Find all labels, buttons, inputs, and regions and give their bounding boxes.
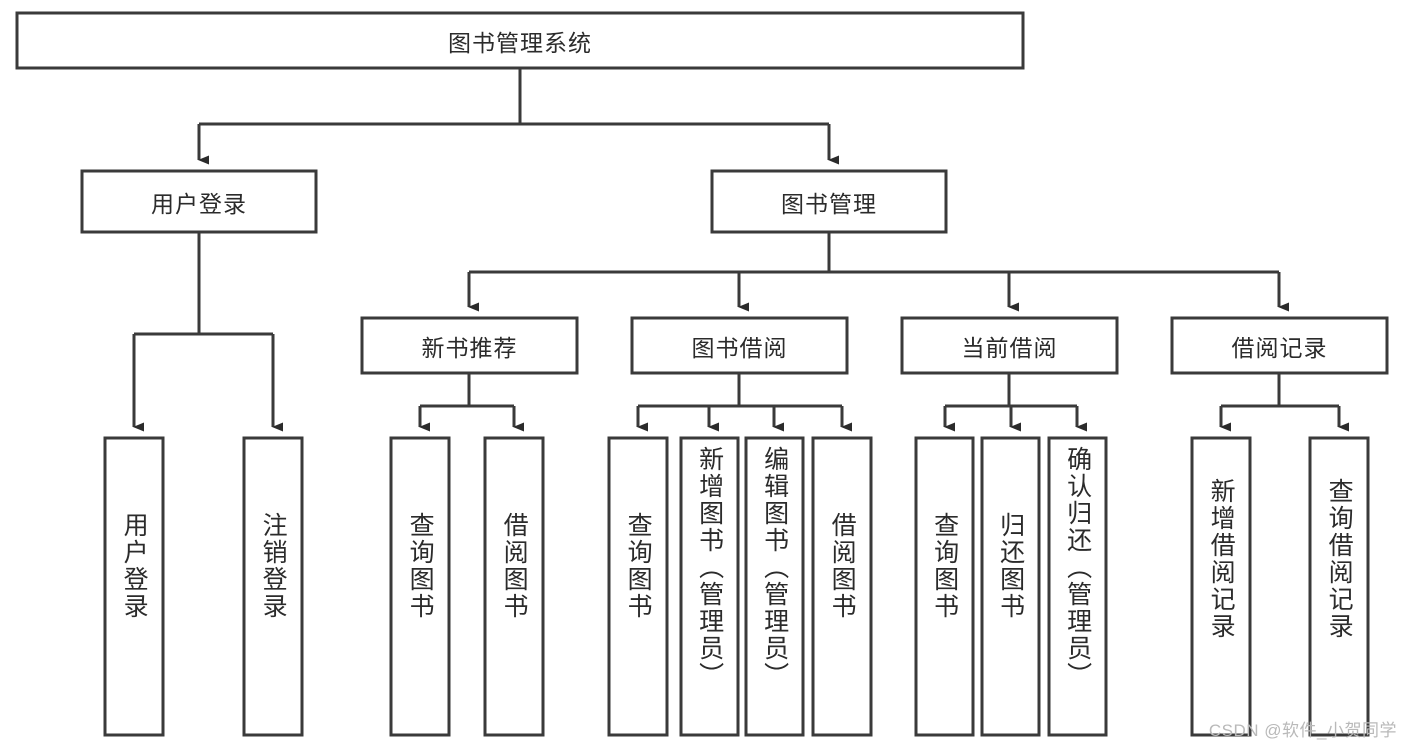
node-borrow-record-box[interactable] xyxy=(1170,316,1389,375)
node-leaf-add-book-box[interactable] xyxy=(679,436,740,737)
node-leaf-add-record-box[interactable] xyxy=(1190,436,1252,737)
node-leaf-query-book-2-box[interactable] xyxy=(607,436,669,737)
node-new-book-recommend-box[interactable] xyxy=(360,316,579,375)
node-book-management-box[interactable] xyxy=(710,169,948,234)
node-leaf-borrow-book-2-box[interactable] xyxy=(811,436,873,737)
node-leaf-confirm-return-box[interactable] xyxy=(1047,436,1108,737)
node-user-login-box[interactable] xyxy=(80,169,318,234)
node-root-box[interactable] xyxy=(15,11,1025,70)
node-leaf-logout-login-box[interactable] xyxy=(242,436,304,737)
node-leaf-user-login-box[interactable] xyxy=(103,436,165,737)
node-leaf-query-book-3-box[interactable] xyxy=(914,436,975,737)
node-leaf-query-book-1-box[interactable] xyxy=(389,436,451,737)
node-book-borrow-box[interactable] xyxy=(630,316,849,375)
node-leaf-return-book-box[interactable] xyxy=(980,436,1041,737)
node-leaf-query-record-box[interactable] xyxy=(1308,436,1370,737)
node-current-borrow-box[interactable] xyxy=(900,316,1119,375)
node-leaf-edit-book-box[interactable] xyxy=(744,436,805,737)
node-leaf-borrow-book-1-box[interactable] xyxy=(483,436,545,737)
